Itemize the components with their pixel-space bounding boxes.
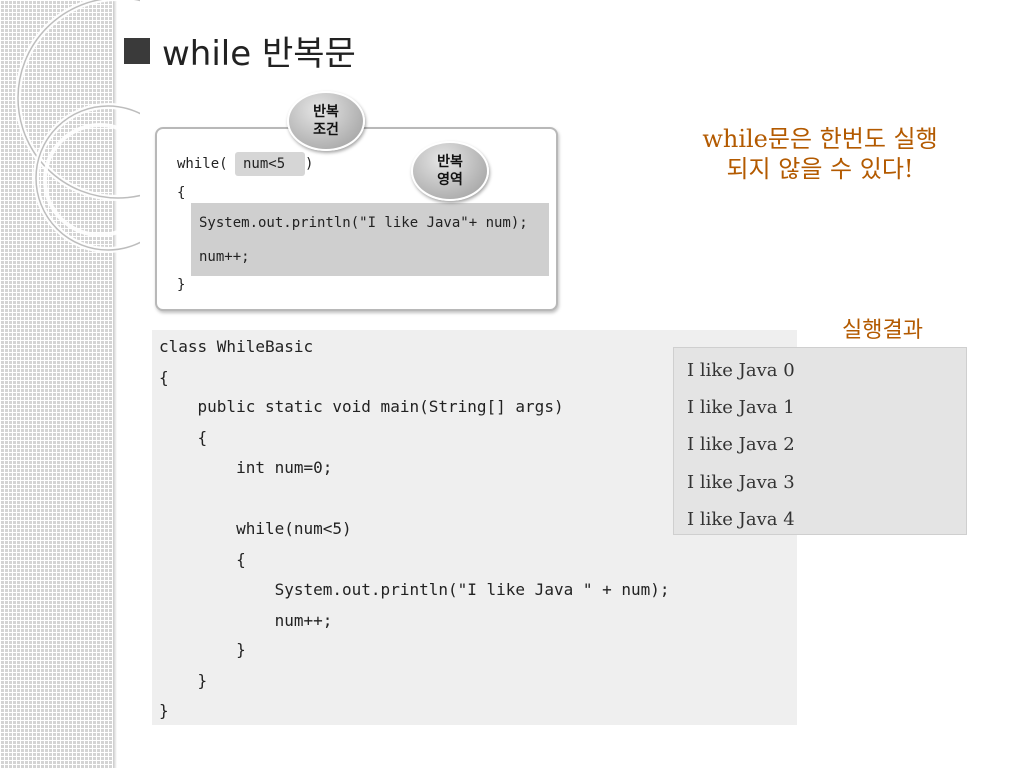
snippet-close-brace: } xyxy=(177,277,186,293)
body-callout-line: 반복 xyxy=(437,154,463,170)
code-line: { xyxy=(159,368,169,387)
slide-title: while 반복문 xyxy=(124,26,356,75)
condition-callout-bubble: 반복 조건 xyxy=(287,91,365,151)
code-line: num++; xyxy=(159,611,333,630)
code-line: int num=0; xyxy=(159,458,333,477)
result-line: I like Java 0 xyxy=(687,360,795,381)
code-line: System.out.println("I like Java " + num)… xyxy=(159,580,670,599)
code-line: } xyxy=(159,640,246,659)
condition-callout-line: 조건 xyxy=(313,122,339,138)
result-line: I like Java 2 xyxy=(687,434,795,455)
code-line: while(num<5) xyxy=(159,519,352,538)
result-output-box: I like Java 0 I like Java 1 I like Java … xyxy=(673,347,967,535)
snippet-increment-line: num++; xyxy=(199,249,250,265)
note-text: while문은 한번도 실행 되지 않을 수 있다! xyxy=(672,124,968,184)
snippet-condition: num<5 xyxy=(243,156,286,172)
code-line: { xyxy=(159,428,208,447)
decorative-circles xyxy=(15,0,140,253)
condition-callout-line: 반복 xyxy=(313,104,339,120)
note-line: while문은 한번도 실행 xyxy=(702,125,938,153)
square-bullet-icon xyxy=(124,37,150,64)
code-line: class WhileBasic xyxy=(159,337,314,356)
result-label: 실행결과 xyxy=(842,318,923,343)
condition-highlight xyxy=(235,152,305,176)
body-callout-bubble: 반복 영역 xyxy=(411,141,489,201)
while-syntax-box: while( num<5 ) { System.out.println("I l… xyxy=(155,127,558,311)
code-line: } xyxy=(159,671,208,690)
code-line: } xyxy=(159,701,169,720)
snippet-print-line: System.out.println("I like Java"+ num); xyxy=(199,215,528,231)
note-line: 되지 않을 수 있다! xyxy=(726,155,914,183)
result-line: I like Java 3 xyxy=(687,472,795,493)
snippet-open-brace: { xyxy=(177,185,186,201)
snippet-while-keyword: while( xyxy=(177,156,228,172)
code-line: public static void main(String[] args) xyxy=(159,397,564,416)
body-highlight xyxy=(191,203,549,276)
strip-edge xyxy=(113,0,117,768)
body-callout-line: 영역 xyxy=(437,172,463,188)
title-text: while 반복문 xyxy=(162,34,356,74)
result-line: I like Java 1 xyxy=(687,397,795,418)
code-line: { xyxy=(159,550,246,569)
snippet-while-close-paren: ) xyxy=(305,156,314,172)
result-line: I like Java 4 xyxy=(687,509,795,530)
